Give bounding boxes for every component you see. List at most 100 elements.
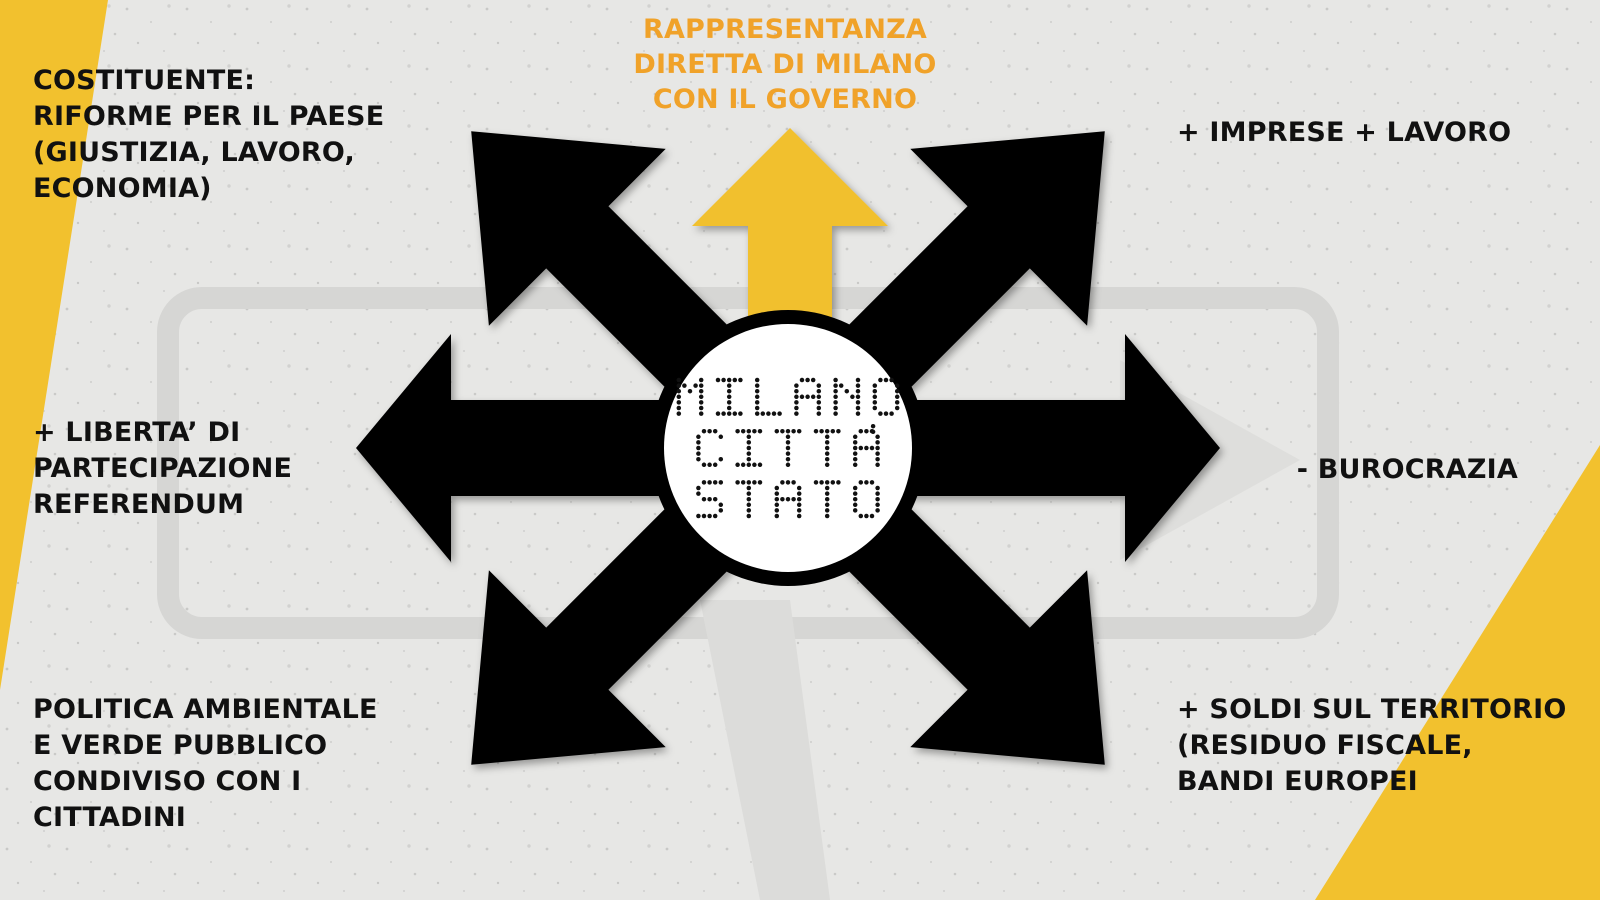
logo-dot: [794, 388, 799, 394]
logo-dot: [824, 451, 830, 456]
logo-dot: [878, 377, 883, 383]
logo-dot: [780, 496, 785, 502]
logo-dot: [754, 405, 760, 411]
logo-dot: [740, 480, 746, 485]
logo-dot: [855, 383, 861, 388]
logo-dot: [732, 377, 738, 383]
logo-dot: [852, 508, 858, 513]
logo-dot: [785, 456, 791, 462]
logo-dot: [698, 383, 704, 388]
logo-dot: [701, 480, 707, 485]
logo-dot: [799, 377, 805, 383]
logo-dot: [852, 496, 858, 502]
logo-dot: [707, 428, 712, 434]
logo-dot: [872, 394, 878, 400]
logo-dot: [872, 400, 878, 405]
logo-dot: [852, 456, 858, 462]
logo-dot: [894, 383, 900, 388]
label-bottom-right: + SOLDI SUL TERRITORIO (RESIDUO FISCALE,…: [1177, 692, 1567, 800]
logo-dot: [698, 388, 704, 394]
logo-dot: [766, 411, 771, 416]
logo-dot: [858, 513, 864, 519]
logo-dot: [718, 456, 724, 462]
logo-dot: [718, 480, 724, 485]
label-top-center-line: RAPPRESENTANZA: [642, 14, 928, 45]
logo-dot: [746, 445, 752, 451]
logo-dot: [696, 485, 701, 491]
logo-dot: [816, 405, 822, 411]
label-bottom-left-line: POLITICA AMBIENTALE: [33, 694, 378, 725]
arrow-left: [356, 334, 788, 562]
logo-dot: [746, 502, 752, 508]
logo-dot: [855, 411, 861, 416]
logo-dot: [875, 456, 880, 462]
logo-dot: [872, 388, 878, 394]
label-bottom-left-line: E VERDE PUBBLICO: [33, 730, 328, 761]
logo-dot: [735, 428, 740, 434]
logo-dot: [836, 480, 841, 485]
logo-dot: [855, 388, 861, 394]
label-mid-left-line: PARTECIPAZIONE: [33, 453, 293, 484]
logo-dot: [875, 451, 880, 456]
logo-dot: [721, 411, 726, 416]
logo-dot: [774, 485, 780, 491]
label-top-left-line: ECONOMIA): [33, 173, 212, 204]
logo-dot: [707, 513, 712, 519]
label-bottom-right-line: BANDI EUROPEI: [1177, 766, 1418, 797]
logo-dot: [752, 480, 757, 485]
label-bottom-right-line: (RESIDUO FISCALE,: [1177, 730, 1473, 761]
logo-dot: [698, 400, 704, 405]
logo-dot: [833, 405, 838, 411]
logo-dot: [754, 400, 760, 405]
logo-dot: [777, 411, 782, 416]
logo-dot: [875, 502, 880, 508]
logo-dot: [696, 440, 701, 445]
logo-dot: [785, 428, 791, 434]
logo-dot: [875, 440, 880, 445]
label-top-center: RAPPRESENTANZA DIRETTA DI MILANO CON IL …: [560, 12, 1010, 117]
yellow-band-left: [0, 0, 108, 690]
logo-dot: [855, 405, 861, 411]
logo-dot: [740, 462, 746, 468]
logo-dot: [852, 491, 858, 496]
logo-dot: [855, 400, 861, 405]
logo-dot: [726, 411, 732, 416]
logo-dot: [819, 480, 824, 485]
logo-dot: [852, 485, 858, 491]
logo-dot: [869, 480, 875, 485]
logo-dot: [754, 388, 760, 394]
logo-dot: [774, 508, 780, 513]
logo-dot: [883, 377, 889, 383]
logo-dot: [813, 480, 819, 485]
logo-dot: [869, 513, 875, 519]
logo-dot: [676, 377, 682, 383]
logo-dot: [805, 377, 810, 383]
logo-dot: [889, 411, 894, 416]
logo-dot: [791, 428, 796, 434]
logo-dot: [810, 394, 816, 400]
logo-dot: [712, 480, 718, 485]
logo-dot: [682, 383, 687, 388]
logo-dot: [816, 388, 822, 394]
logo-dot: [735, 462, 740, 468]
logo-dot: [696, 434, 701, 440]
logo-dot: [785, 434, 791, 440]
logo-dot: [740, 428, 746, 434]
logo-dot: [726, 405, 732, 411]
logo-dot: [875, 485, 880, 491]
logo-dot: [833, 383, 838, 388]
logo-dot: [794, 394, 799, 400]
logo-dot: [746, 462, 752, 468]
logo-dot: [696, 491, 701, 496]
logo-dot: [774, 496, 780, 502]
logo-dot: [718, 508, 724, 513]
logo-dot: [676, 400, 682, 405]
logo-dot: [676, 405, 682, 411]
logo-dot: [824, 456, 830, 462]
logo-dot: [796, 485, 802, 491]
logo-dot: [676, 383, 682, 388]
logo-dot: [718, 434, 724, 440]
logo-dot: [687, 388, 693, 394]
label-bottom-left-line: CITTADINI: [33, 802, 187, 833]
logo-dot: [852, 440, 858, 445]
